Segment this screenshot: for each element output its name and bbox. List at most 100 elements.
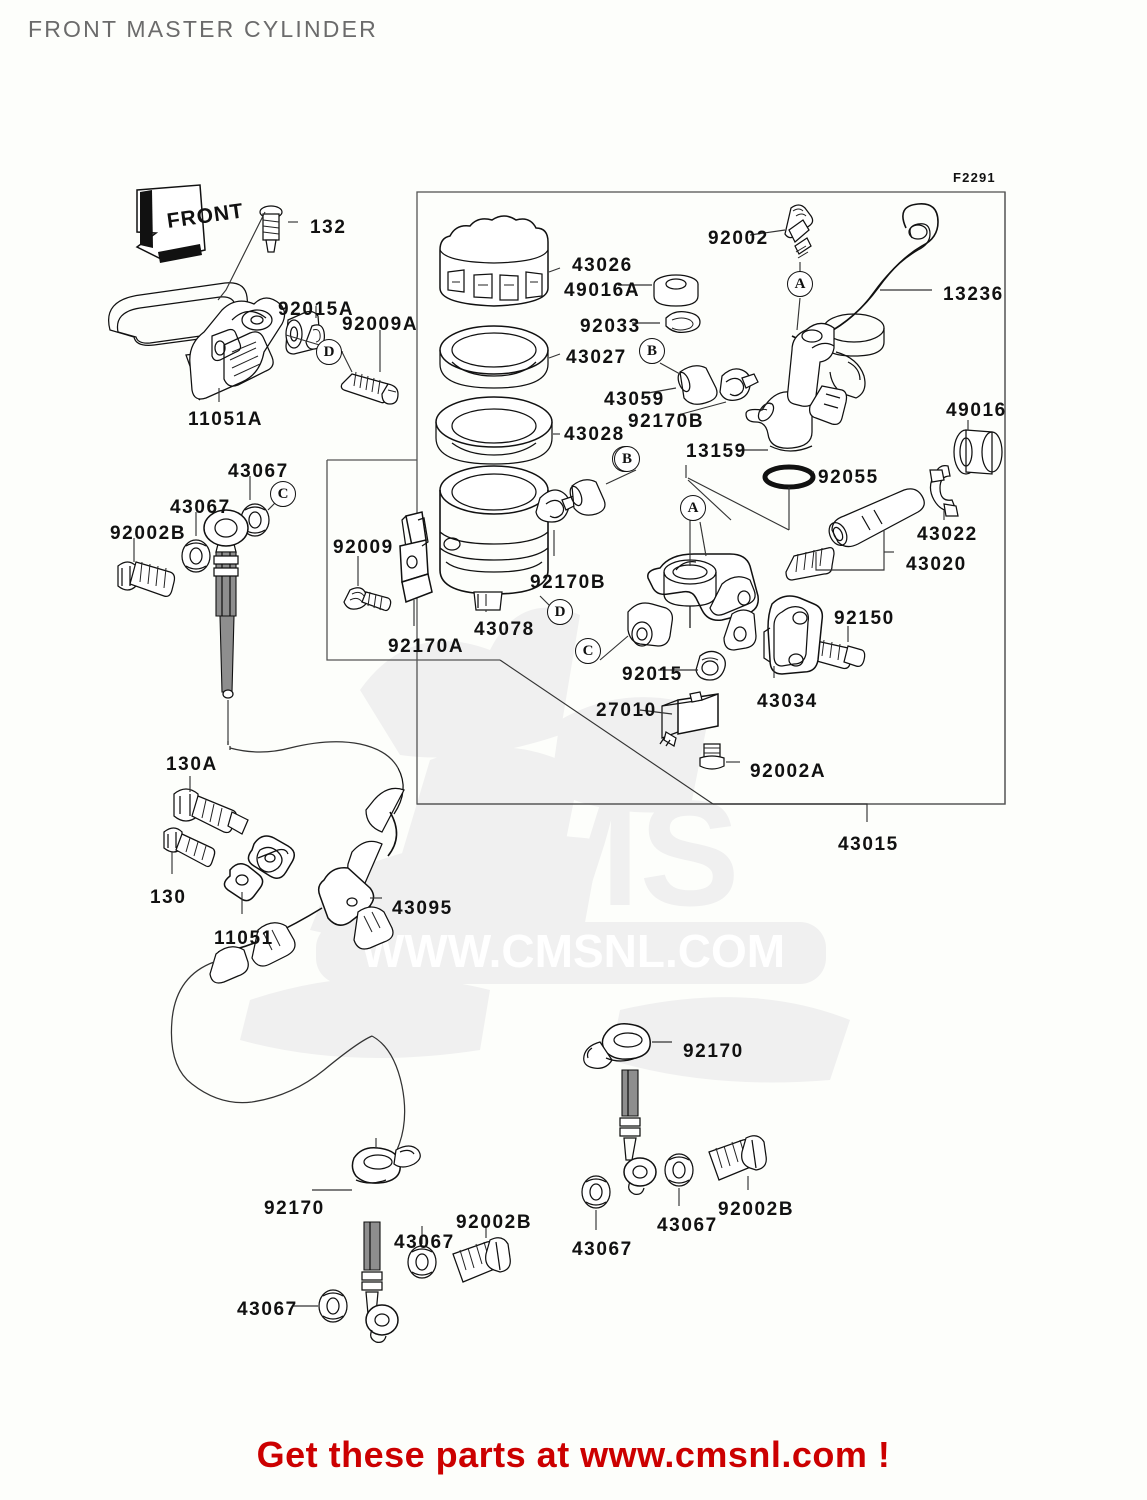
svg-text:WWW.CMSNL.COM: WWW.CMSNL.COM xyxy=(361,925,785,977)
part-label-43034: 43034 xyxy=(757,691,818,712)
lead-tri xyxy=(687,477,790,531)
part-label-92150: 92150 xyxy=(834,608,895,629)
part-92002B-bolt-right xyxy=(708,1135,767,1181)
part-92009A-screw xyxy=(340,371,399,405)
part-11051A-lever-holder xyxy=(108,282,286,401)
part-92170A-clamp xyxy=(399,511,433,604)
part-label-11051a: 11051A xyxy=(188,409,264,430)
part-label-43067: 43067 xyxy=(170,497,231,518)
part-92015A-nut xyxy=(285,310,325,355)
lead-D-92009A xyxy=(341,351,353,373)
part-43027-diaphragm xyxy=(439,325,549,389)
cms-watermark: CMS WWW.CMSNL.COM xyxy=(240,607,850,1083)
part-label-43067: 43067 xyxy=(228,461,289,482)
lead-A-lever xyxy=(796,297,801,331)
part-banjo-left xyxy=(203,509,249,699)
reference-marker-d: D xyxy=(547,599,573,625)
lead-C-body xyxy=(599,635,629,661)
part-label-43067: 43067 xyxy=(394,1232,455,1253)
part-13236-brake-lever xyxy=(787,203,939,425)
part-label-92002b: 92002B xyxy=(456,1212,533,1233)
reference-marker-b: B xyxy=(639,338,665,364)
reference-marker-c: C xyxy=(575,638,601,664)
part-label-11051: 11051 xyxy=(214,928,274,949)
part-label-43067: 43067 xyxy=(237,1299,298,1320)
part-label-43067: 43067 xyxy=(657,1215,718,1236)
part-43095-brake-hose xyxy=(170,741,406,1157)
part-11051-clamp xyxy=(223,835,295,902)
lead-92170B-upper xyxy=(677,401,727,416)
part-92015-nut xyxy=(695,650,726,681)
part-label-92015a: 92015A xyxy=(278,299,355,320)
part-label-132: 132 xyxy=(310,217,347,238)
page-title: FRONT MASTER CYLINDER xyxy=(28,16,378,42)
lead-43027 xyxy=(548,353,561,359)
part-92002A-bolt xyxy=(699,743,725,770)
part-label-92170b: 92170B xyxy=(628,411,705,432)
part-label-92170b: 92170B xyxy=(530,572,607,593)
part-label-92170: 92170 xyxy=(264,1198,325,1219)
lead-27010 xyxy=(639,709,673,715)
part-label-92002b: 92002B xyxy=(718,1199,795,1220)
svg-text:F2291: F2291 xyxy=(953,170,996,185)
inner-sub-box-left xyxy=(326,460,500,661)
part-label-27010: 27010 xyxy=(596,700,657,721)
part-130-bolt xyxy=(163,827,216,868)
part-label-92002a: 92002A xyxy=(750,761,827,782)
part-130A-bolt xyxy=(173,788,249,835)
part-label-43095: 43095 xyxy=(392,898,453,919)
part-43067-washer-r2 xyxy=(664,1153,694,1187)
part-43078-cylinder-sleeve xyxy=(439,465,549,611)
lead-B-43059 xyxy=(659,362,681,375)
part-label-43020: 43020 xyxy=(906,554,967,575)
bracket-diagonal xyxy=(499,659,714,805)
lead-B-boot-lower xyxy=(605,469,637,485)
part-43028-reservoir xyxy=(435,396,553,465)
lead-43020-bracket xyxy=(815,530,885,571)
reference-marker-c: C xyxy=(270,481,296,507)
part-92170-banjo-right xyxy=(583,1023,657,1195)
part-label-92033: 92033 xyxy=(580,316,641,337)
part-label-13159: 13159 xyxy=(686,441,747,462)
part-label-43078: 43078 xyxy=(474,619,535,640)
reference-marker-b: B xyxy=(614,446,640,472)
part-49016A-plug xyxy=(653,274,699,307)
lead-43059 xyxy=(647,387,677,394)
part-label-49016a: 49016A xyxy=(564,280,641,301)
part-132-screw xyxy=(259,205,283,253)
part-43015-master-cylinder-body xyxy=(627,553,759,651)
lead-A-body-2 xyxy=(699,521,707,557)
part-92033-ring xyxy=(665,311,701,333)
part-label-43059: 43059 xyxy=(604,389,665,410)
part-label-43067: 43067 xyxy=(572,1239,633,1260)
reference-marker-a: A xyxy=(787,271,813,297)
part-92002-bolt xyxy=(784,204,814,259)
part-label-130: 130 xyxy=(150,887,187,908)
part-label-43028: 43028 xyxy=(564,424,625,445)
part-label-92015: 92015 xyxy=(622,664,683,685)
part-label-92009: 92009 xyxy=(333,537,394,558)
part-92055-oring xyxy=(762,464,816,490)
part-43067-washer-l1 xyxy=(181,539,211,573)
part-label-13236: 13236 xyxy=(943,284,1004,305)
part-label-92002: 92002 xyxy=(708,228,769,249)
part-92170-banjo-left xyxy=(351,1145,421,1343)
part-43034-holder xyxy=(763,595,824,675)
part-label-49016: 49016 xyxy=(946,400,1007,421)
part-label-43022: 43022 xyxy=(917,524,978,545)
part-label-92055: 92055 xyxy=(818,467,879,488)
part-43067-washer-b1 xyxy=(318,1289,348,1323)
lead-43026 xyxy=(548,267,561,273)
footer-promo-text: Get these parts at www.cmsnl.com ! xyxy=(256,1434,891,1475)
part-boot-B-lower xyxy=(569,479,606,516)
part-43020-piston xyxy=(785,488,925,581)
part-label-43027: 43027 xyxy=(566,347,627,368)
part-92009-screw-lower xyxy=(343,587,392,612)
lead-43015 xyxy=(713,803,868,822)
part-label-92170a: 92170A xyxy=(388,636,465,657)
reference-marker-a: A xyxy=(680,495,706,521)
part-label-130a: 130A xyxy=(166,754,218,775)
part-label-92170: 92170 xyxy=(683,1041,744,1062)
part-49016-boot xyxy=(953,429,1003,475)
